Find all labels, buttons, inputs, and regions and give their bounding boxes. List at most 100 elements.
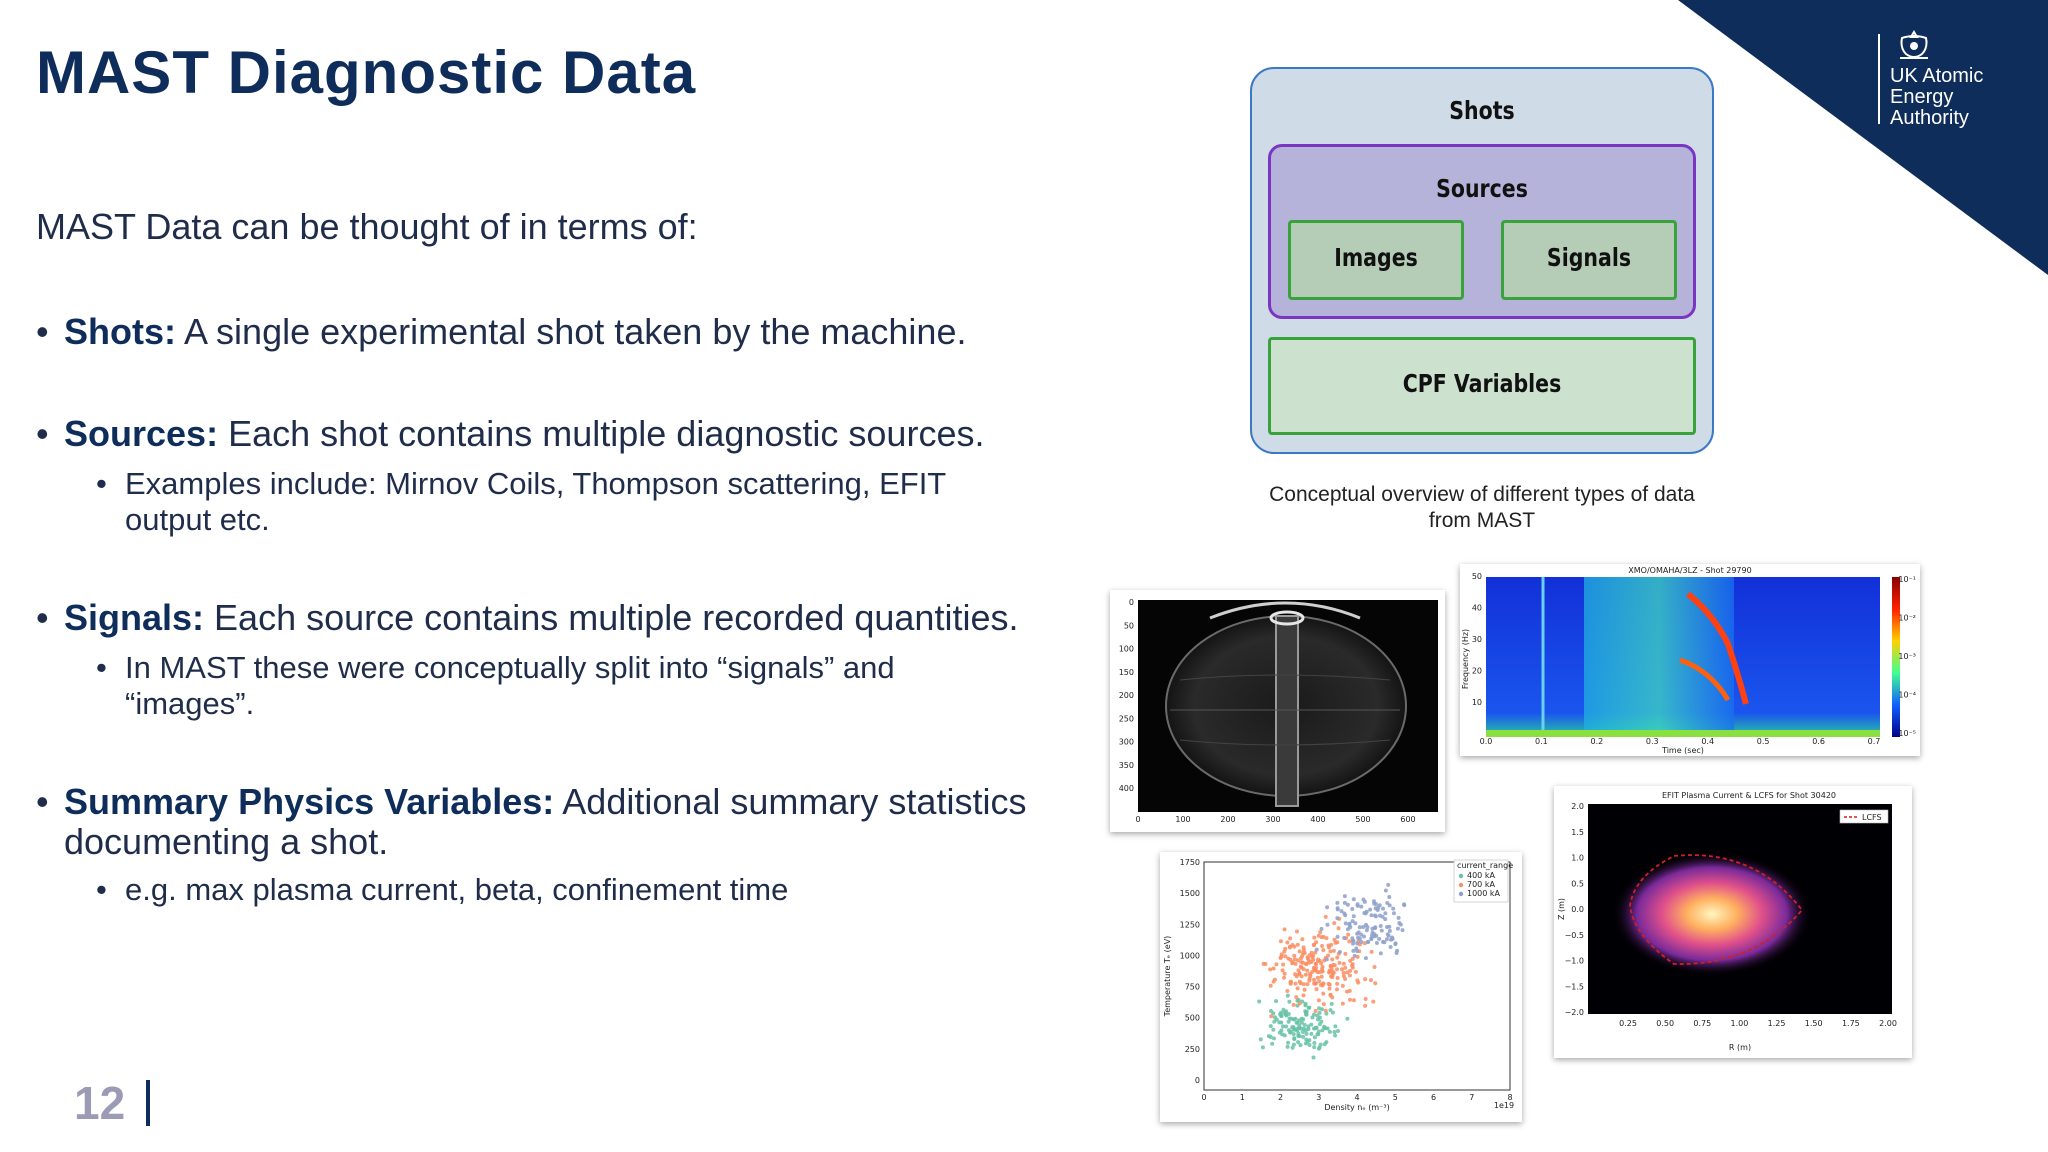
- scatter-point: [1335, 900, 1340, 905]
- scatter-point: [1268, 967, 1273, 972]
- scatter-point: [1311, 977, 1316, 982]
- scatter-point: [1279, 1020, 1284, 1025]
- scatter-point: [1318, 930, 1323, 935]
- scatter-point: [1296, 1040, 1301, 1045]
- y-tick-label: 300: [1119, 738, 1134, 747]
- scatter-point: [1285, 940, 1290, 945]
- spectrogram-colorbar-ticks: 10⁻¹10⁻²10⁻³10⁻⁴10⁻⁵: [1898, 575, 1916, 738]
- scatter-point: [1345, 902, 1350, 907]
- scatter-point: [1294, 995, 1299, 1000]
- scatter-point: [1342, 935, 1347, 940]
- scatter-point: [1298, 1043, 1303, 1048]
- bullet-text: Additional summary statistics: [554, 781, 1027, 822]
- y-tick-label: 50: [1124, 621, 1134, 630]
- scatter-point: [1296, 958, 1301, 963]
- scatter-point: [1374, 940, 1379, 945]
- scatter-point: [1319, 926, 1324, 931]
- scatter-point: [1271, 1011, 1276, 1016]
- scatter-point: [1387, 928, 1392, 933]
- scatter-point: [1282, 975, 1287, 980]
- bullet-text: A single experimental shot taken by the …: [176, 311, 967, 352]
- scatter-point: [1316, 1046, 1321, 1051]
- scatter-point: [1324, 936, 1329, 941]
- scatter-point: [1353, 969, 1358, 974]
- y-tick-label: −0.5: [1565, 931, 1584, 940]
- x-tick-label: 0: [1135, 815, 1140, 824]
- subbullet-line-1: In MAST these were conceptually split in…: [125, 650, 895, 685]
- y-tick-label: 1.5: [1571, 828, 1584, 837]
- diagram-shots-label: Shots: [1449, 96, 1515, 125]
- efit-legend: LCFS: [1862, 813, 1882, 822]
- x-tick-label: 200: [1220, 815, 1235, 824]
- lcfs-contour: [1629, 854, 1804, 965]
- x-tick-label: 0.25: [1619, 1019, 1637, 1028]
- scatter-point: [1310, 969, 1315, 974]
- colorbar-tick-label: 10⁻⁴: [1898, 691, 1916, 700]
- scatter-point: [1333, 1024, 1338, 1029]
- scatter-point: [1278, 1012, 1283, 1017]
- scatter-point: [1271, 966, 1276, 971]
- scatter-point: [1271, 1036, 1276, 1041]
- scatter-point: [1363, 911, 1368, 916]
- bullet-signals: • Signals: Each source contains multiple…: [36, 598, 1018, 638]
- spectrogram-ylabel: Frequency (Hz): [1461, 629, 1470, 689]
- scatter-point: [1296, 968, 1301, 973]
- scatter-point: [1301, 947, 1306, 952]
- scatter-point: [1343, 951, 1348, 956]
- scatter-point: [1350, 919, 1355, 924]
- scatter-points: [1257, 882, 1407, 1060]
- y-tick-label: 100: [1119, 645, 1134, 654]
- scatter-legend-title: current_range: [1457, 861, 1513, 870]
- scatter-point: [1351, 998, 1356, 1003]
- y-tick-label: −1.5: [1565, 982, 1584, 991]
- scatter-point: [1283, 1012, 1288, 1017]
- y-tick-label: 500: [1185, 1014, 1200, 1023]
- scatter-point: [1257, 999, 1262, 1004]
- colorbar-tick-label: 10⁻²: [1898, 614, 1916, 623]
- scatter-point: [1363, 1003, 1368, 1008]
- y-tick-label: 1750: [1180, 858, 1200, 867]
- scatter-point: [1396, 915, 1401, 920]
- x-tick-label: 0.6: [1812, 737, 1825, 746]
- y-tick-label: 40: [1472, 604, 1482, 613]
- scatter-point: [1323, 1026, 1328, 1031]
- scatter-point: [1295, 942, 1300, 947]
- scatter-point: [1311, 953, 1316, 958]
- scatter-point: [1373, 981, 1378, 986]
- scatter-point: [1340, 1001, 1345, 1006]
- scatter-point: [1323, 914, 1328, 919]
- scatter-point: [1320, 969, 1325, 974]
- efit-y-ticks: 2.01.51.00.50.0−0.5−1.0−1.5−2.0: [1565, 802, 1584, 1017]
- scatter-point: [1288, 981, 1293, 986]
- logo-divider: [1878, 34, 1880, 124]
- bullet-summary-physics: • Summary Physics Variables: Additional …: [36, 782, 1026, 862]
- scatter-point: [1337, 949, 1342, 954]
- y-tick-label: 350: [1119, 761, 1134, 770]
- scatter-xlabel: Density nₑ (m⁻³): [1324, 1103, 1389, 1112]
- scatter-point: [1316, 1017, 1321, 1022]
- scatter-point: [1368, 978, 1373, 983]
- scatter-point: [1327, 986, 1332, 991]
- logo-corner-triangle: [1678, 0, 2048, 275]
- scatter-point: [1351, 941, 1356, 946]
- intro-text: MAST Data can be thought of in terms of:: [36, 206, 698, 247]
- bullet-term: Sources:: [64, 413, 219, 454]
- y-tick-label: 50: [1472, 572, 1482, 581]
- subbullet-summary-examples: • e.g. max plasma current, beta, confine…: [96, 872, 788, 908]
- scatter-point: [1321, 1002, 1326, 1007]
- uk-atomic-energy-authority-logo[interactable]: UK Atomic Energy Authority: [1890, 66, 2040, 129]
- y-tick-label: 20: [1472, 667, 1482, 676]
- scatter-point: [1294, 929, 1299, 934]
- scatter-legend-item-2: 700 kA: [1467, 880, 1495, 889]
- scatter-point: [1279, 955, 1284, 960]
- x-tick-label: 1: [1240, 1093, 1245, 1102]
- scatter-point: [1332, 921, 1337, 926]
- scatter-point: [1400, 928, 1405, 933]
- scatter-point: [1379, 928, 1384, 933]
- scatter-legend: current_range 400 kA 700 kA 1000 kA: [1453, 859, 1513, 903]
- scatter-point: [1290, 960, 1295, 965]
- scatter-point: [1268, 1024, 1273, 1029]
